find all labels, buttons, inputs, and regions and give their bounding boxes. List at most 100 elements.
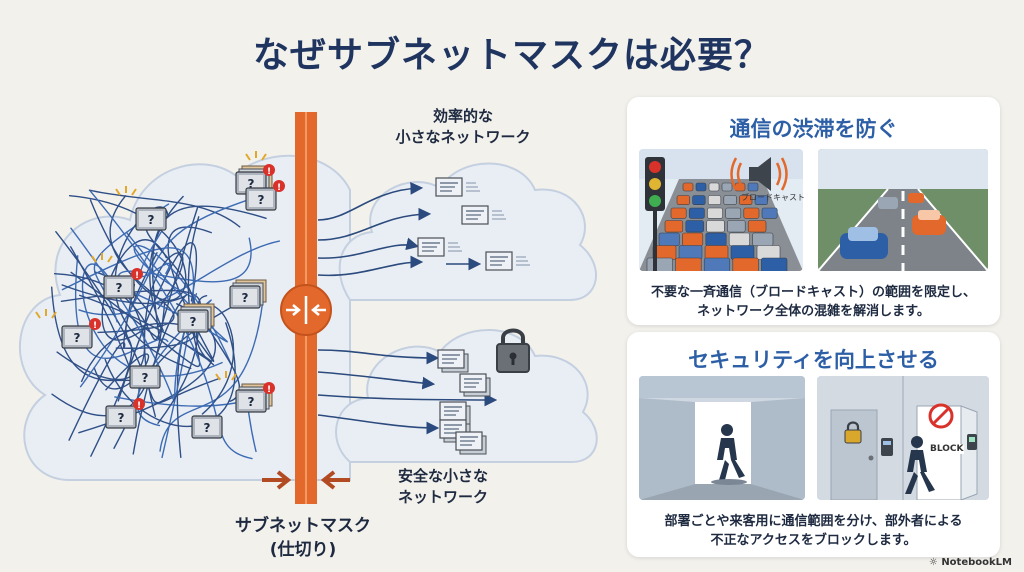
question-mark-glyph: ?: [258, 193, 265, 207]
car-icon: [675, 257, 702, 271]
notebooklm-logo-icon: ☼: [928, 557, 938, 568]
car-icon: [703, 257, 731, 271]
car-icon: [756, 245, 781, 260]
question-mark-glyph: ?: [248, 177, 255, 191]
car-icon: [747, 182, 759, 192]
subnet-mask-label: サブネットマスク (仕切り): [235, 516, 371, 560]
organized-device: [435, 177, 480, 197]
tangled-line: [61, 284, 188, 455]
routing-arrows: [317, 181, 498, 435]
car-icon: [732, 257, 759, 271]
question-mark-glyph: ?: [190, 315, 197, 329]
unknown-device: ?: [177, 303, 215, 333]
routing-arrow: [317, 414, 440, 435]
routing-arrow: [317, 181, 424, 221]
car-icon: [682, 182, 694, 192]
car-icon: [743, 207, 760, 219]
car-icon: [761, 207, 778, 219]
unknown-device: ?: [191, 415, 223, 439]
tangled-line: [139, 231, 171, 278]
question-mark-glyph: ?: [116, 281, 123, 295]
card-reader-icon: [967, 434, 977, 450]
broadcast-label: ブロードキャスト: [741, 193, 805, 202]
organized-device: [485, 251, 530, 271]
car-icon: [752, 232, 774, 247]
tangled-line: [90, 252, 158, 457]
car-icon: [670, 207, 687, 219]
traffic-light-icon: [645, 157, 665, 271]
car-icon: [678, 245, 703, 260]
car-icon: [728, 232, 750, 247]
congestion-card: 通信の渋滞を防ぐ: [627, 97, 1000, 325]
unknown-device: ?!: [61, 318, 101, 349]
organized-device: [437, 349, 469, 373]
car-icon: [721, 182, 733, 192]
tangled-line: [89, 190, 253, 460]
tangled-line: [115, 232, 229, 343]
alert-sparks-icon: [115, 186, 137, 196]
question-mark-glyph: ?: [74, 331, 81, 345]
unknown-device: ?: [229, 279, 267, 309]
blocked-door-illustration: [817, 376, 989, 500]
car-icon: [747, 220, 767, 233]
routing-arrow: [317, 207, 432, 241]
organized-device: [461, 205, 506, 225]
security-card-title: セキュリティを向上させる: [688, 348, 939, 372]
organized-device: [455, 431, 487, 455]
car-icon: [685, 220, 704, 233]
unknown-device: ?!: [245, 180, 285, 211]
notebooklm-watermark: ☼ NotebookLM: [928, 557, 1012, 568]
car-icon: [706, 220, 725, 233]
tangled-line: [176, 304, 235, 458]
car-icon: [761, 257, 788, 271]
push-arrow-right-icon: [320, 470, 350, 490]
alert-sparks-icon: [91, 253, 113, 263]
car-icon: [695, 182, 707, 192]
tangled-line: [114, 206, 192, 370]
alert-icon: !: [131, 268, 143, 281]
svg-text:!: !: [267, 385, 271, 395]
alert-icon: !: [89, 318, 101, 331]
tangled-line: [61, 247, 195, 459]
jammed-cars: [646, 182, 788, 271]
alert-sparks-icon: [245, 151, 267, 161]
page-title: なぜサブネットマスクは必要？: [252, 35, 771, 76]
car-icon: [727, 220, 746, 233]
alert-icon: !: [263, 382, 275, 395]
organized-device: [417, 237, 462, 257]
alert-icon: !: [263, 164, 275, 177]
car-icon: [682, 232, 704, 247]
car-icon: [723, 195, 737, 205]
car-icon: [708, 182, 720, 192]
organized-devices: [417, 177, 530, 455]
tangled-line: [159, 301, 264, 452]
tangled-line: [60, 289, 215, 366]
car-icon: [707, 195, 722, 205]
intruder-person-icon: [711, 424, 747, 485]
svg-text:!: !: [93, 321, 97, 331]
congestion-card-description: 不要な一斉通信（ブロードキャスト）の範囲を限定し、 ネットワーク全体の混雑を解消…: [650, 285, 976, 319]
car-icon: [692, 195, 706, 205]
no-entry-sign-icon: [928, 403, 954, 429]
alert-sparks-icon: [215, 371, 237, 381]
car-icon: [840, 227, 888, 259]
push-arrow-left-icon: [262, 470, 292, 490]
unknown-device: ?!: [235, 382, 275, 413]
partition-compress-icon: [280, 284, 332, 336]
organized-device: [459, 373, 491, 397]
car-icon: [704, 245, 729, 260]
svg-text:!: !: [135, 271, 139, 281]
routing-arrow: [317, 237, 420, 259]
intruder-person-icon: [905, 436, 935, 494]
car-icon: [878, 197, 898, 209]
tangled-line: [55, 231, 221, 404]
broadcast-speaker: [717, 149, 803, 205]
unknown-device: ?: [129, 365, 161, 389]
routing-arrow: [317, 255, 424, 277]
block-label: BLOCK: [930, 444, 964, 454]
question-mark-glyph: ?: [204, 421, 211, 435]
car-icon: [646, 257, 673, 271]
car-icon: [705, 232, 727, 247]
congestion-card-title: 通信の渋滞を防ぐ: [729, 117, 898, 141]
confused-devices: ?!??!??!??!??!??!: [35, 151, 285, 439]
